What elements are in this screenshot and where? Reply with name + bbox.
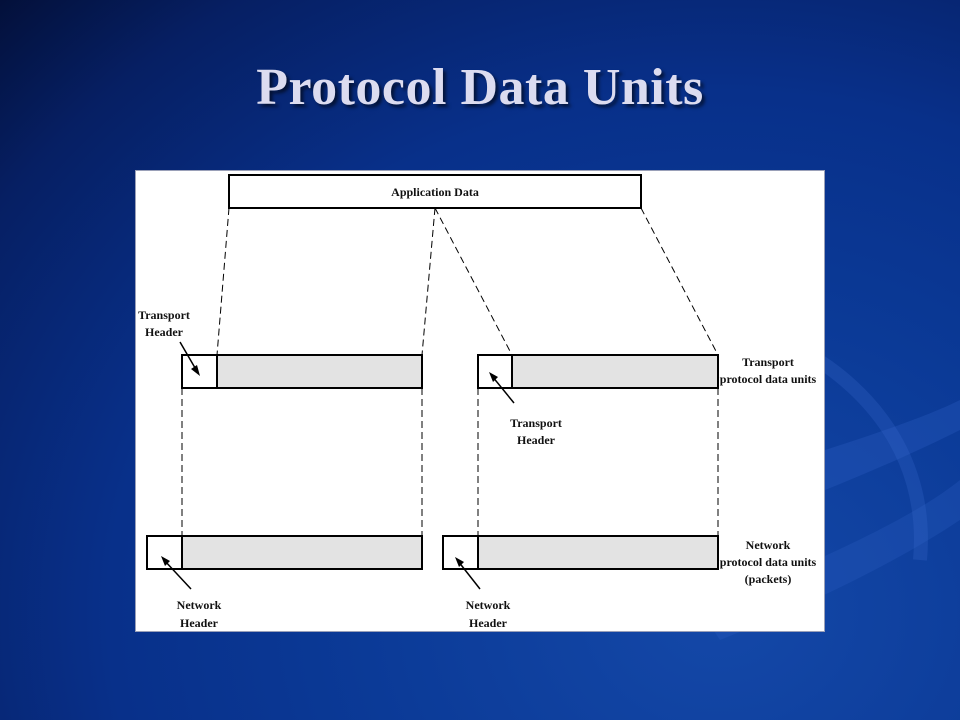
split-line-right-start — [434, 207, 513, 356]
arrow-network-header-right — [457, 560, 481, 590]
arrowhead-transport-header-left — [191, 365, 200, 376]
split-line-left-end — [421, 207, 436, 356]
arrowhead-network-header-left — [161, 556, 170, 566]
pdu-diagram: Application Data Transport Header Transp… — [135, 170, 825, 632]
application-data-box — [228, 174, 642, 209]
network-header-label-left-1: Network — [177, 598, 222, 612]
arrowhead-transport-header-right — [489, 372, 498, 382]
network-header-label-right-2: Header — [469, 616, 508, 630]
transport-header-label-right-1: Transport — [510, 416, 562, 430]
application-data-label: Application Data — [391, 185, 479, 199]
network-header-label-right-1: Network — [466, 598, 511, 612]
arrow-transport-header-right — [491, 375, 515, 404]
network-header-label-left-2: Header — [180, 616, 219, 630]
arrowhead-network-header-right — [455, 557, 464, 567]
transport-pdu-label-1: Transport — [742, 355, 794, 369]
network-header-box-left — [146, 535, 183, 570]
split-line-right-end — [640, 207, 719, 356]
network-pdu-label-3: (packets) — [745, 572, 792, 586]
split-line-left-start — [216, 207, 230, 356]
slide-title: Protocol Data Units — [256, 59, 704, 116]
transport-header-label-left-1: Transport — [138, 308, 190, 322]
transport-header-box-right — [477, 354, 513, 389]
arrow-network-header-left — [163, 559, 192, 590]
transport-payload-left — [216, 354, 423, 389]
network-pdu-label-2: protocol data units — [720, 555, 817, 569]
network-pdu-label-1: Network — [746, 538, 791, 552]
transport-payload-right — [511, 354, 719, 389]
pdu-diagram-svg: Application Data Transport Header Transp… — [138, 174, 817, 630]
transport-header-label-right-2: Header — [517, 433, 556, 447]
transport-pdu-label-2: protocol data units — [720, 372, 817, 386]
transport-header-label-left-2: Header — [145, 325, 184, 339]
network-payload-right — [477, 535, 719, 570]
transport-header-box-left — [181, 354, 218, 389]
network-payload-left — [181, 535, 423, 570]
